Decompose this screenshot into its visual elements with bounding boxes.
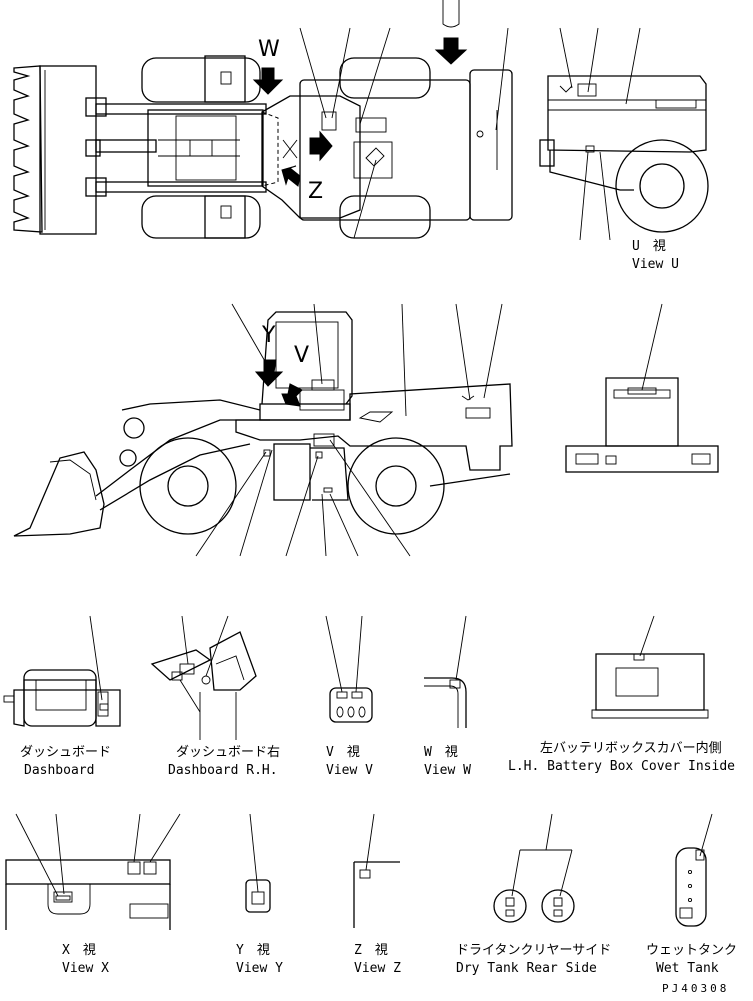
- callout-y-side: Y: [261, 323, 276, 348]
- view-w-en: View W: [424, 763, 471, 778]
- dry-tank-figure: ドライタンクリヤーサイド Dry Tank Rear Side: [456, 813, 611, 976]
- drawing-code: PJ40308: [662, 982, 729, 995]
- dashboard-rh-jp: ダッシュボード右: [176, 745, 280, 760]
- wet-tank-jp: ウェットタンク: [646, 943, 737, 958]
- callout-v-side: V: [294, 343, 309, 368]
- rear-view-small: [565, 303, 719, 473]
- dashboard-jp: ダッシュボード: [20, 745, 111, 760]
- view-y-en: View Y: [236, 961, 283, 976]
- dashboard-rh-en: Dashboard R.H.: [168, 763, 278, 778]
- top-view-loader: W Z: [13, 0, 513, 239]
- wet-tank-figure: ウェットタンク Wet Tank: [646, 813, 737, 976]
- view-u-jp: U 視: [632, 239, 666, 254]
- battery-cover-figure: 左バッテリボックスカバー内側 L.H. Battery Box Cover In…: [508, 615, 735, 774]
- view-y-jp: Y 視: [236, 943, 270, 958]
- view-z-en: View Z: [354, 961, 401, 976]
- view-y-figure: Y 視 View Y: [236, 813, 283, 976]
- view-x-jp: X 視: [62, 943, 96, 958]
- callout-w-top: W: [258, 37, 280, 62]
- view-v-jp: V 視: [326, 745, 360, 760]
- view-v-en: View V: [326, 763, 373, 778]
- dry-tank-jp: ドライタンクリヤーサイド: [456, 943, 611, 958]
- view-u-figure: U 視 View U: [539, 27, 709, 272]
- view-z-figure: Z 視 View Z: [353, 813, 401, 976]
- view-z-jp: Z 視: [354, 943, 388, 958]
- view-u-en: View U: [632, 257, 679, 272]
- view-x-figure: X 視 View X: [5, 813, 181, 976]
- dashboard-figure: ダッシュボード Dashboard: [3, 615, 121, 778]
- callout-z-top: Z: [308, 179, 323, 204]
- wet-tank-en: Wet Tank: [656, 961, 719, 976]
- view-v-figure: V 視 View V: [325, 615, 373, 778]
- view-w-jp: W 視: [424, 745, 458, 760]
- view-x-en: View X: [62, 961, 109, 976]
- battery-en: L.H. Battery Box Cover Inside: [508, 759, 735, 774]
- view-w-figure: W 視 View W: [424, 615, 471, 778]
- battery-jp: 左バッテリボックスカバー内側: [540, 740, 722, 756]
- dashboard-rh-figure: ダッシュボード右 Dashboard R.H.: [150, 615, 280, 778]
- dashboard-en: Dashboard: [24, 763, 94, 778]
- side-view-loader: Y V: [13, 303, 513, 557]
- dry-tank-en: Dry Tank Rear Side: [456, 961, 597, 976]
